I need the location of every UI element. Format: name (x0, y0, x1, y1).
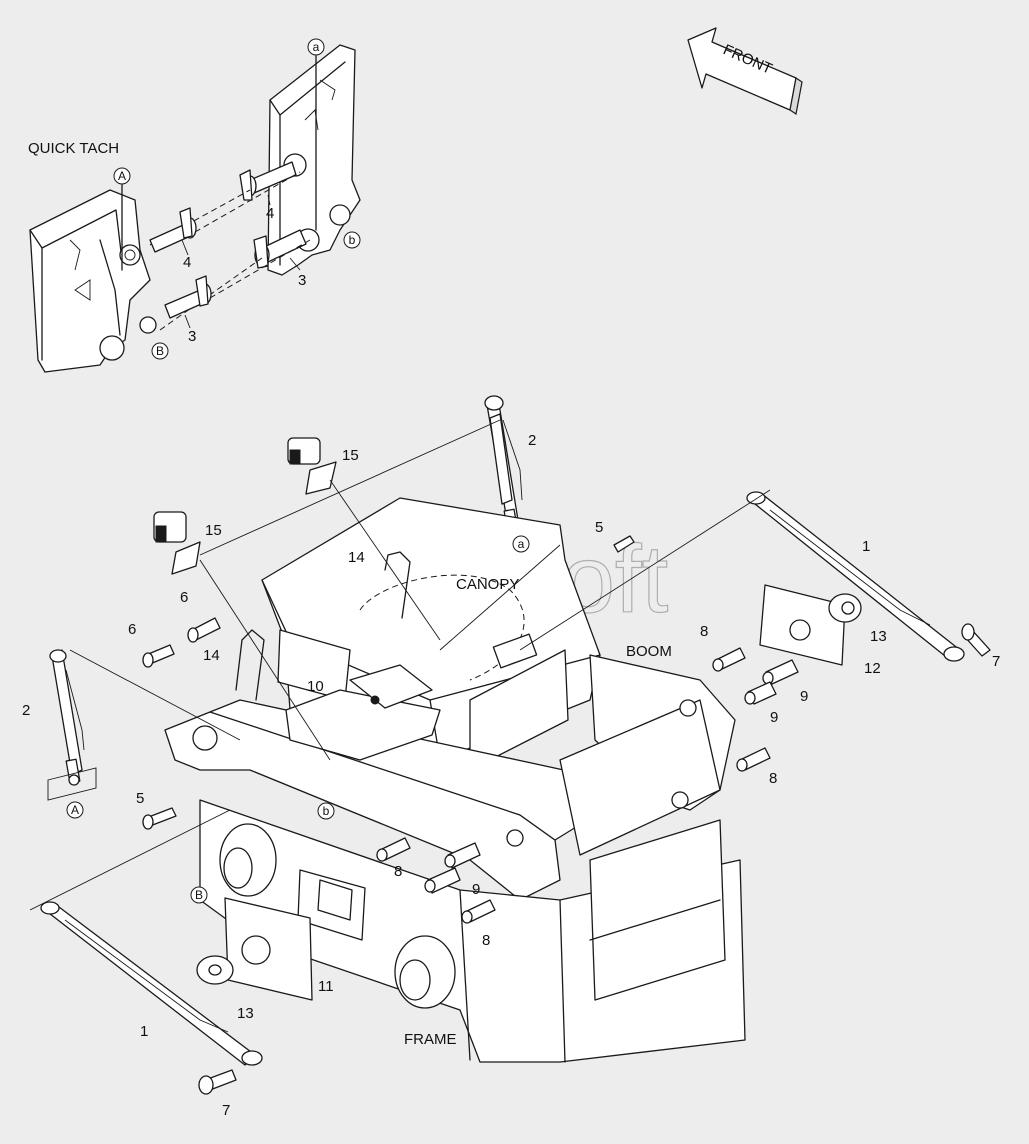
pin-8-frame-b (461, 899, 496, 924)
part-number-5: 5 (595, 519, 603, 536)
handle-14-upper (384, 551, 411, 619)
pin-9-frame-a (444, 842, 481, 869)
frame-boss-left (219, 823, 277, 897)
part-number-14: 14 (203, 647, 220, 664)
part-number-12: 12 (864, 660, 881, 677)
link-1-left (40, 901, 263, 1066)
part-number-15: 15 (342, 447, 359, 464)
part-number-5: 5 (136, 790, 144, 807)
part-number-9: 9 (800, 688, 808, 705)
part-number-2: 2 (528, 432, 536, 449)
datum-lines (29, 419, 771, 911)
reference-b-quicktach: b (343, 231, 361, 249)
part-number-3: 3 (188, 328, 196, 345)
quick-tach-label: QUICK TACH (28, 140, 119, 157)
part-number-8: 8 (482, 932, 490, 949)
part-number-14: 14 (348, 549, 365, 566)
pin-3-lower (164, 275, 212, 319)
part-number-6: 6 (128, 621, 136, 638)
part-number-11: 11 (318, 978, 334, 995)
pin-9-lower-right (744, 681, 777, 705)
pin-9-upper (762, 659, 799, 685)
frame (199, 799, 746, 1063)
part-number-1: 1 (140, 1023, 148, 1040)
lamp-15-upper (287, 437, 337, 495)
part-number-8: 8 (394, 863, 402, 880)
part-number-13: 13 (870, 628, 887, 645)
part-number-9: 9 (472, 881, 480, 898)
reference-a-cylinder: a (512, 535, 530, 553)
part-number-15: 15 (205, 522, 222, 539)
part-number-10: 10 (307, 678, 324, 695)
reference-b-label: b (323, 804, 330, 818)
handle-14-lower (235, 629, 265, 701)
reference-A-cylinder: A (66, 801, 84, 819)
reference-B-label: B (156, 344, 164, 358)
reference-B-quicktach: B (151, 342, 169, 360)
pin-8-boom-bottom (736, 747, 771, 772)
pin-9-frame-b (424, 867, 461, 894)
pin-5-right (613, 535, 635, 553)
boom-label: BOOM (626, 643, 672, 660)
boom-right-arm (559, 654, 736, 856)
part-number-4: 4 (183, 254, 191, 271)
canopy-label: CANOPY (456, 576, 519, 593)
reference-A-quicktach: A (113, 167, 131, 185)
link-1-right (746, 491, 965, 662)
part-number-1: 1 (862, 538, 870, 555)
reference-B-label: B (195, 888, 203, 902)
pin-8-boom-top (712, 647, 746, 672)
part-number-6: 6 (180, 589, 188, 606)
reference-a-label: a (518, 537, 525, 551)
quick-tach-assembly (29, 44, 361, 373)
reference-a-label: a (313, 40, 320, 54)
reference-A-label: A (118, 169, 126, 183)
reference-b-label: b (349, 233, 356, 247)
pin-8-frame-a (376, 837, 411, 862)
part-number-2: 2 (22, 702, 30, 719)
part-number-8: 8 (700, 623, 708, 640)
cover-plate-11 (224, 897, 313, 1001)
pin-7-left (198, 1069, 237, 1095)
reference-A-label: A (71, 803, 79, 817)
pin-6-lower (142, 644, 175, 668)
part-number-7: 7 (992, 653, 1000, 670)
lamp-15-lower (153, 511, 201, 575)
part-number-3: 3 (298, 272, 306, 289)
cover-plate-12 (759, 584, 846, 666)
reference-b-frame: b (317, 802, 335, 820)
pin-3-upper (159, 229, 307, 331)
pin-7-right (961, 623, 991, 657)
pin-4-lower (149, 207, 197, 253)
flange-13-right (828, 593, 862, 623)
front-arrow: FRONT (687, 27, 803, 116)
canopy-grid-right (469, 649, 569, 771)
pin-6-upper (187, 617, 221, 643)
flange-13-left (196, 955, 234, 985)
frame-boss-right (394, 935, 456, 1009)
reference-B-frame: B (190, 886, 208, 904)
pin-5-left (142, 807, 177, 830)
part-number-8: 8 (769, 770, 777, 787)
part-number-4: 4 (266, 205, 274, 222)
part-number-7: 7 (222, 1102, 230, 1119)
frame-label: FRAME (404, 1031, 457, 1048)
floor-plate-10 (285, 664, 441, 761)
part-number-13: 13 (237, 1005, 254, 1022)
reference-a-top: a (307, 38, 325, 56)
part-number-9: 9 (770, 709, 778, 726)
tilt-cylinder-left (47, 649, 97, 801)
